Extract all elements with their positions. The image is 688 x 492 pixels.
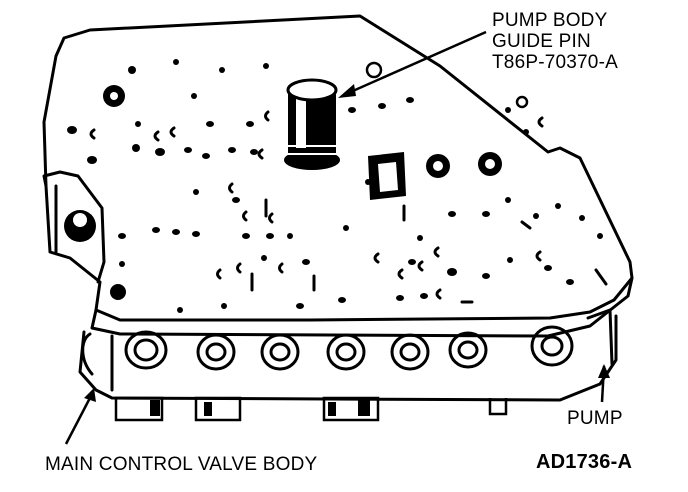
passage-ring [515,95,529,109]
passage-ring [365,61,383,79]
guide-pin-part-number: T86P-70370-A [492,52,618,73]
valve-bore [399,342,421,362]
guide-pin-label-line2: GUIDE PIN [492,31,591,52]
valve-bore [540,335,564,357]
foot-block [204,402,212,416]
valve-body-leader-line [64,393,94,445]
valve-plate-outline [42,14,634,322]
square-boss [368,152,406,200]
valve-bore [205,342,227,362]
guide-pin [284,78,340,170]
foot-block [358,400,370,416]
foot-clip [194,396,242,422]
foot-clip [322,396,380,422]
pump-label: PUMP [567,408,623,429]
valve-bore [457,340,479,360]
valve-bore [260,333,300,371]
lower-housing-left-face [81,332,94,376]
right-end-plate [586,308,614,366]
valve-bore [390,333,430,371]
valve-bore [326,333,366,371]
foot-clip [488,398,508,416]
figure-id-label: AD1736-A [536,451,633,473]
foot-clip [114,396,164,422]
valve-bore [335,342,357,362]
valve-bore [530,325,574,367]
valve-bore [133,338,159,362]
foot-block [328,402,336,416]
valve-bore [124,330,168,370]
valve-bore [448,331,488,369]
guide-pin-leader-line [345,30,487,96]
valve-bore [196,333,236,371]
bolt-heads [64,66,502,300]
foot-block [150,400,160,416]
side-bracket [42,170,106,284]
main-control-valve-body-label: MAIN CONTROL VALVE BODY [45,454,318,475]
guide-pin-arrowhead [338,84,356,98]
plate-thickness [90,276,634,338]
guide-pin-label: PUMP BODY GUIDE PIN T86P-70370-A [492,10,618,73]
valve-bore [269,342,291,362]
guide-pin-label-line1: PUMP BODY [492,10,608,31]
passage-slots [89,110,608,304]
valve-body-arrowhead [84,388,96,402]
passage-holes [67,59,603,313]
pump-arrowhead [598,364,610,378]
